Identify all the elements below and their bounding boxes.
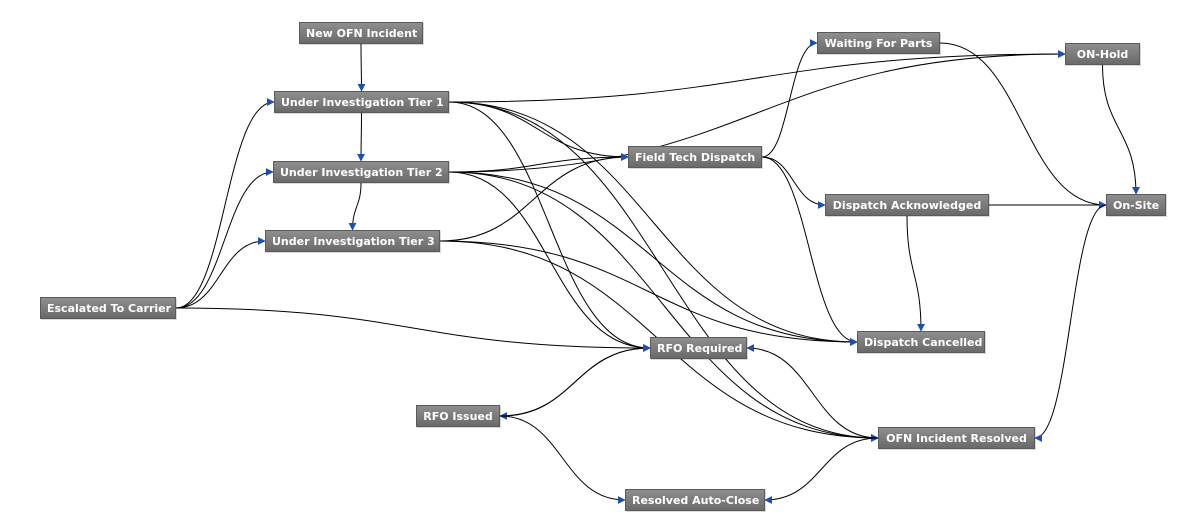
edge-ftd-to-ack — [761, 156, 826, 209]
edge-t2-to-ftd — [448, 153, 629, 173]
node-under-investigation-tier-3[interactable]: Under Investigation Tier 3 — [265, 230, 440, 252]
node-field-tech-dispatch[interactable]: Field Tech Dispatch — [628, 146, 762, 168]
edge-carrier-to-rfoReq — [175, 307, 651, 352]
edge-t1-to-hold — [448, 50, 1066, 103]
edge-new-to-t1 — [357, 43, 366, 92]
edge-wait-to-onsite — [939, 42, 1107, 209]
edge-resolved-to-auto — [764, 437, 879, 504]
node-on-hold[interactable]: ON-Hold — [1065, 43, 1140, 65]
edge-carrier-to-t3 — [175, 237, 266, 309]
node-new-ofn-incident[interactable]: New OFN Incident — [299, 22, 423, 44]
edge-ack-to-cancel — [906, 215, 925, 332]
edge-t2-to-hold — [448, 50, 1066, 173]
edge-hold-to-onsite — [1102, 64, 1140, 195]
node-dispatch-cancelled[interactable]: Dispatch Cancelled — [857, 331, 985, 353]
edge-resolved-to-rfoReq — [746, 344, 879, 439]
node-rfo-required[interactable]: RFO Required — [650, 337, 747, 359]
edge-carrier-to-t2 — [175, 168, 274, 309]
edge-t2-to-rfoReq — [448, 171, 651, 352]
node-waiting-for-parts[interactable]: Waiting For Parts — [817, 32, 940, 54]
edge-t1-to-resolved — [448, 101, 879, 442]
edge-t1-to-rfoReq — [448, 101, 651, 352]
edge-ftd-to-cancel — [761, 156, 858, 346]
edge-t3-to-ftd — [439, 153, 629, 242]
node-escalated-to-carrier[interactable]: Escalated To Carrier — [40, 297, 176, 319]
edge-ftd-to-wait — [761, 39, 818, 158]
node-under-investigation-tier-1[interactable]: Under Investigation Tier 1 — [274, 91, 449, 113]
edge-t1-to-ftd — [448, 101, 629, 161]
edge-t1-to-t2 — [357, 112, 366, 162]
edge-onsite-to-resolved — [1034, 204, 1107, 442]
edge-carrier-to-t1 — [175, 98, 275, 309]
edge-t2-to-resolved — [448, 171, 879, 442]
node-ofn-incident-resolved[interactable]: OFN Incident Resolved — [878, 427, 1035, 449]
edge-rfoIss-to-auto — [499, 415, 626, 504]
edge-t1-to-cancel — [448, 101, 858, 346]
edge-t2-to-cancel — [448, 171, 858, 346]
node-under-investigation-tier-2[interactable]: Under Investigation Tier 2 — [273, 161, 449, 183]
node-rfo-issued[interactable]: RFO Issued — [416, 405, 500, 427]
edge-rfoIss-to-rfoReq — [499, 344, 651, 417]
node-resolved-auto-close[interactable]: Resolved Auto-Close — [625, 489, 765, 511]
edge-t3-to-cancel — [439, 240, 858, 346]
node-dispatch-acknowledged[interactable]: Dispatch Acknowledged — [825, 194, 989, 216]
node-on-site[interactable]: On-Site — [1106, 194, 1166, 216]
edge-t2-to-t3 — [348, 182, 362, 231]
